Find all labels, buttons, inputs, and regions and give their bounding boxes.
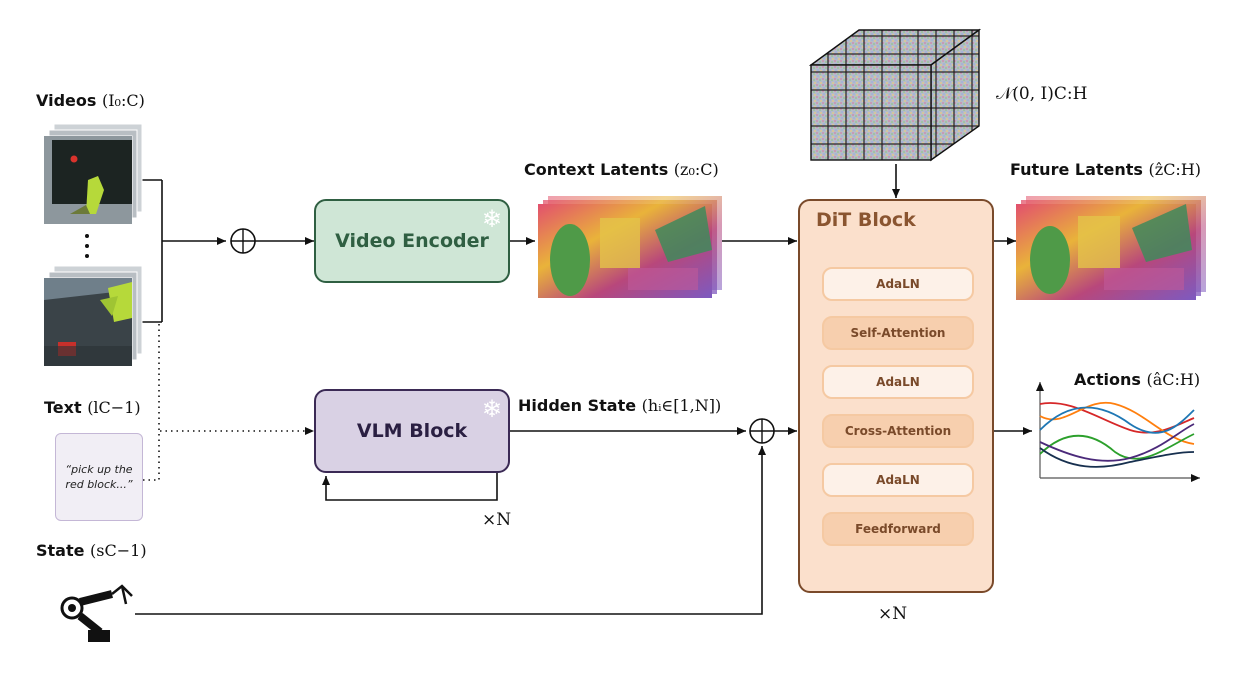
noise-distribution-label: 𝒩(0, I)C:H [996, 84, 1088, 104]
hidden-state-label: Hidden State (hᵢ∈[1,N]) [518, 396, 722, 415]
action-curve [1039, 406, 1195, 434]
dit-layer-adaln-2: AdaLN [822, 365, 974, 399]
actions-plot [1036, 382, 1200, 482]
video-frame-stack-last [43, 265, 143, 367]
frozen-snowflake-icon: ❄ [481, 395, 502, 423]
dit-layer-adaln-1: AdaLN [822, 267, 974, 301]
state-label: State (sC−1) [36, 541, 147, 560]
future-latents-label: Future Latents (ẑC:H) [1010, 160, 1202, 179]
video-frame-stack-first [43, 123, 143, 225]
dit-block: DiT Block AdaLN Self-Attention AdaLN Cro… [798, 199, 994, 593]
vlm-block: VLM Block ❄ [314, 389, 510, 473]
dit-block-title: DiT Block [816, 209, 916, 231]
action-curve [1039, 401, 1195, 445]
context-latents-image [538, 196, 722, 298]
vlm-repeat-label: ×N [482, 510, 512, 530]
actions-label: Actions (âC:H) [1074, 370, 1201, 389]
robot-arm-icon [60, 584, 133, 642]
noise-cube [808, 28, 982, 162]
videos-label: Videos (I₀:C) [36, 91, 145, 110]
action-curve [1039, 447, 1195, 468]
action-curve [1039, 433, 1195, 460]
vlm-block-title: VLM Block [356, 420, 468, 442]
video-encoder-title: Video Encoder [335, 230, 489, 252]
vlm-loop-arrow [322, 472, 498, 501]
arrow-state-to-sum [135, 446, 766, 615]
dit-layer-adaln-3: AdaLN [822, 463, 974, 497]
text-label: Text (lC−1) [44, 398, 141, 417]
context-latents-label: Context Latents (z₀:C) [524, 160, 719, 179]
text-prompt-card: “pick up the red block...” [55, 433, 143, 521]
frozen-snowflake-icon: ❄ [481, 205, 502, 233]
dit-layer-cross-attention: Cross-Attention [822, 414, 974, 448]
dit-repeat-label: ×N [878, 604, 908, 624]
action-curve [1039, 423, 1195, 462]
dit-layer-feedforward: Feedforward [822, 512, 974, 546]
video-encoder-block: Video Encoder ❄ [314, 199, 510, 283]
dit-layer-self-attention: Self-Attention [822, 316, 974, 350]
future-latents-image [1016, 196, 1206, 300]
